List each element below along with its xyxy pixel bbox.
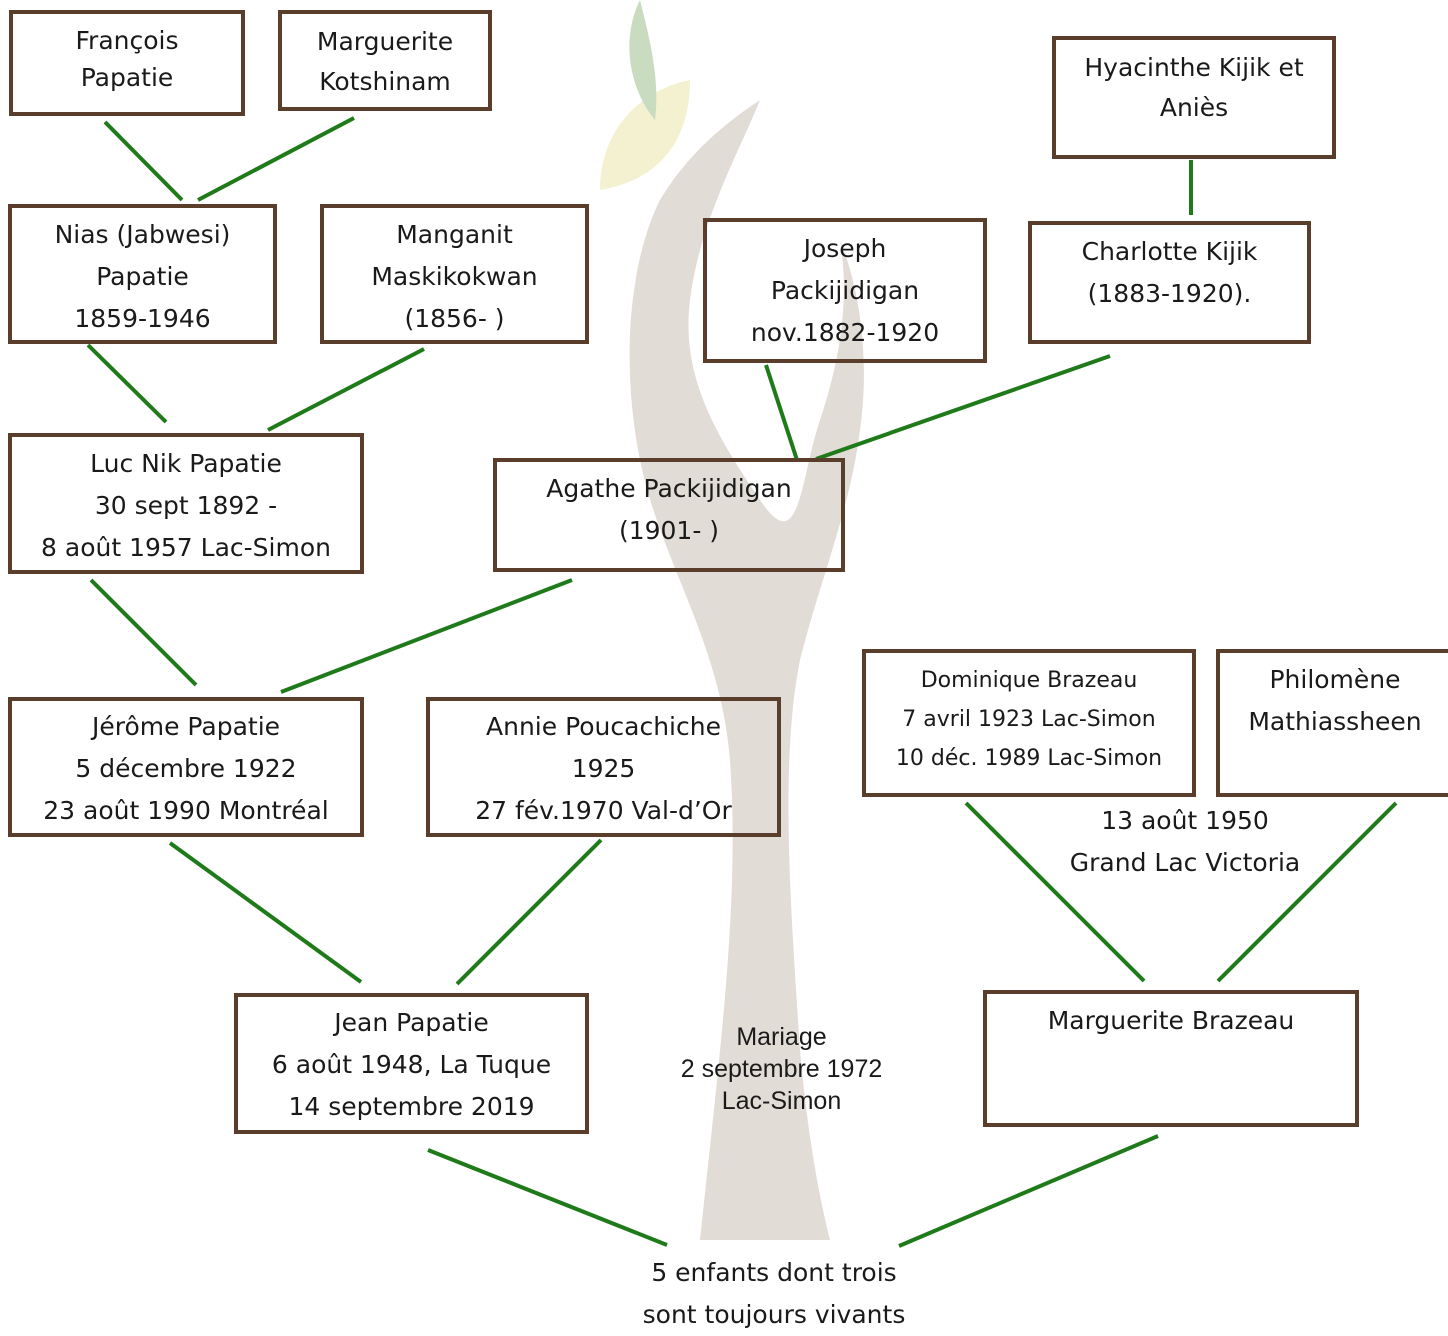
person-luc-nik-papatie: Luc Nik Papatie 30 sept 1892 - 8 août 19…	[8, 433, 364, 574]
link-charlotte-agathe	[815, 354, 1111, 461]
person-philomene-mathiassheen: Philomène Mathiassheen	[1216, 649, 1448, 797]
link-jean-enfants	[427, 1148, 668, 1247]
leaf-yellow-icon	[600, 80, 690, 190]
link-marguerite-enfants	[898, 1134, 1159, 1248]
link-jerome-jean	[168, 841, 363, 984]
person-jerome-papatie: Jérôme Papatie 5 décembre 1922 23 août 1…	[8, 697, 364, 837]
person-marguerite-brazeau: Marguerite Brazeau	[983, 990, 1359, 1127]
leaf-green-icon	[629, 0, 657, 120]
person-charlotte-kijik: Charlotte Kijik (1883-1920).	[1028, 221, 1311, 344]
person-joseph-packijidigan: Joseph Packijidigan nov.1882-1920	[703, 218, 987, 363]
person-hyacinthe-kijik-anies: Hyacinthe Kijik et Aniès	[1052, 36, 1336, 159]
note-mariage-jean: Mariage 2 septembre 1972 Lac-Simon	[680, 1023, 883, 1115]
person-manganit-maskikokwan: Manganit Maskikokwan (1856- )	[320, 204, 589, 344]
person-francois-papatie: François Papatie	[9, 10, 245, 116]
link-agathe-jerome	[280, 578, 573, 694]
link-nias-luc	[86, 343, 168, 424]
link-marguerite-nias	[197, 116, 355, 202]
link-annie-jean	[455, 838, 603, 986]
link-luc-jerome	[89, 578, 198, 687]
link-dominique-marguerite	[964, 801, 1146, 983]
person-dominique-brazeau: Dominique Brazeau 7 avril 1923 Lac-Simon…	[862, 649, 1196, 797]
link-joseph-agathe	[764, 364, 799, 461]
person-jean-papatie: Jean Papatie 6 août 1948, La Tuque 14 se…	[234, 993, 589, 1134]
person-nias-papatie: Nias (Jabwesi) Papatie 1859-1946	[8, 204, 277, 344]
person-annie-poucachiche: Annie Poucachiche 1925 27 fév.1970 Val-d…	[426, 697, 781, 837]
note-enfants: 5 enfants dont trois sont toujours vivan…	[642, 1258, 906, 1329]
link-manganit-luc	[267, 347, 425, 432]
person-marguerite-kotshinam: Marguerite Kotshinam	[278, 10, 492, 111]
tree-trunk-icon	[629, 100, 864, 1240]
link-francois-nias	[103, 120, 184, 202]
note-mariage-brazeau: 13 août 1950 Grand Lac Victoria	[1069, 806, 1301, 877]
person-agathe-packijidigan: Agathe Packijidigan (1901- )	[493, 458, 845, 572]
link-philomene-marguerite	[1216, 801, 1398, 983]
